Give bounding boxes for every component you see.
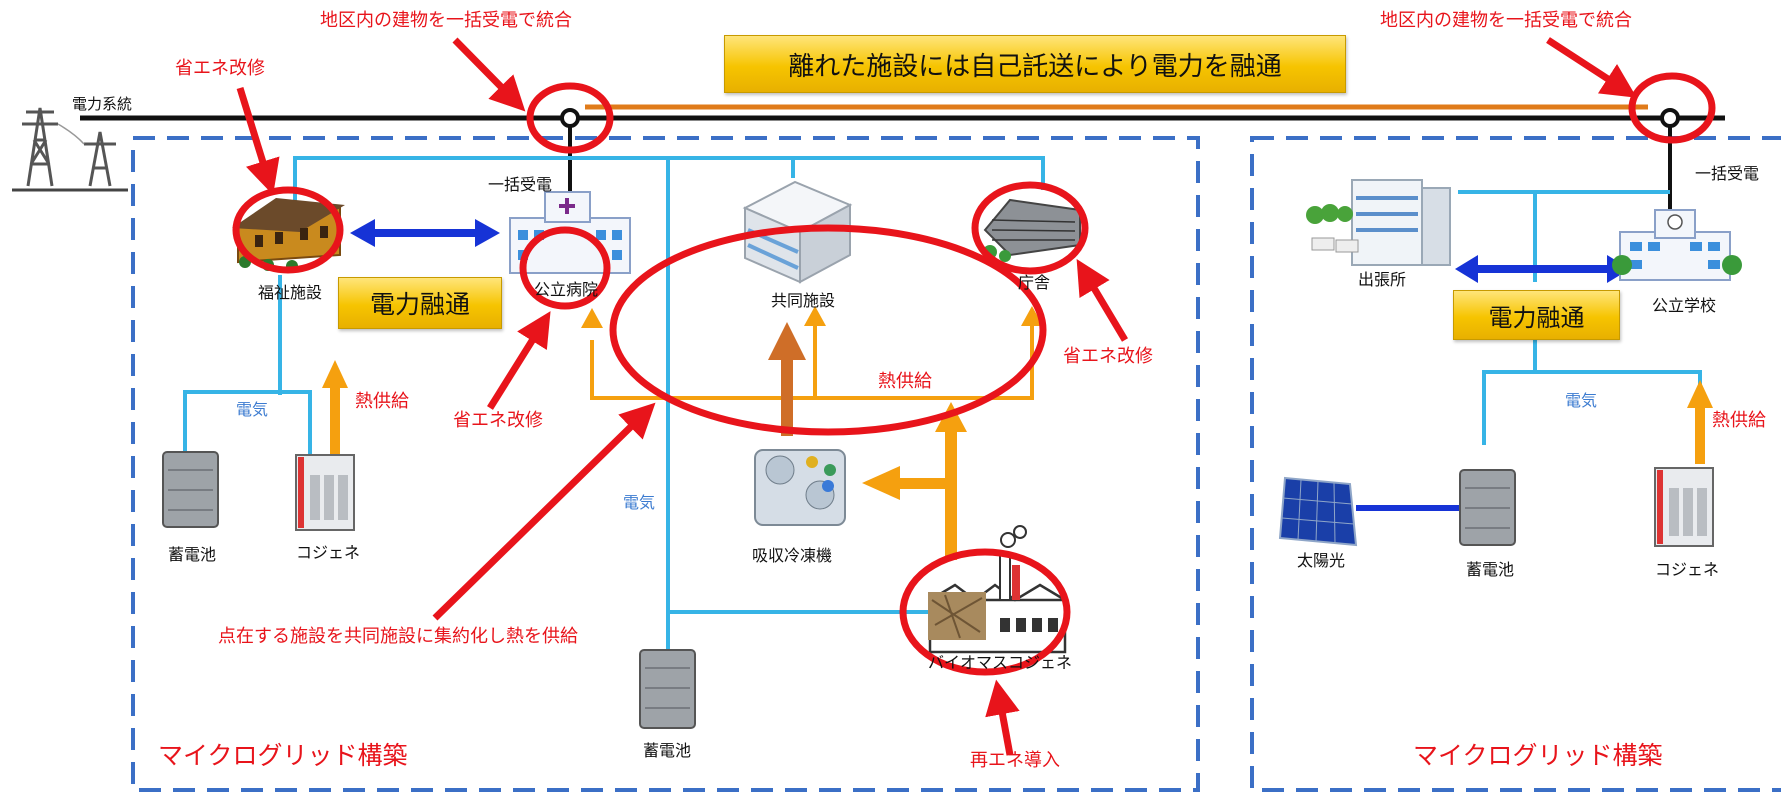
solar-label: 太陽光 xyxy=(1297,551,1346,570)
battery-label-left: 蓄電池 xyxy=(168,545,217,564)
branch-office-icon xyxy=(1306,179,1451,266)
biomass-cogen-icon xyxy=(928,525,1067,654)
retrofit-callout-welfare: 省エネ改修 xyxy=(175,58,265,79)
microgrid-label-right: マイクログリッド構築 xyxy=(1413,741,1663,770)
bulk-receive-label-right: 一括受電 xyxy=(1695,164,1760,183)
consolidation-callout: 点在する施設を共同施設に集約化し熱を供給 xyxy=(218,626,578,647)
school-icon xyxy=(1612,209,1742,281)
remote-transfer-banner: 離れた施設には自己託送により電力を融通 xyxy=(724,35,1346,93)
bulk-receive-label-left: 一括受電 xyxy=(488,175,553,194)
absorption-chiller-icon xyxy=(754,449,846,526)
government-office-icon xyxy=(983,198,1081,262)
power-share-arrow-left xyxy=(350,219,500,247)
electric-network-left xyxy=(183,156,1045,652)
welfare-facility-icon xyxy=(232,198,345,272)
bulk-receive-node-left xyxy=(560,108,580,128)
electricity-label-right: 電気 xyxy=(1565,391,1598,410)
battery-label-center: 蓄電池 xyxy=(643,741,692,760)
microgrid-border-left xyxy=(131,136,1200,792)
heat-supply-label-center: 熱供給 xyxy=(878,371,932,392)
government-office-label: 庁舎 xyxy=(1018,273,1051,292)
microgrid-border-right xyxy=(1250,136,1781,792)
heat-arrowhead xyxy=(804,306,826,326)
power-sharing-badge-left: 電力融通 xyxy=(338,277,502,329)
heat-supply-label-left: 熱供給 xyxy=(355,391,409,412)
biomass-heat-shaft xyxy=(945,430,957,560)
heat-supply-label-right: 熱供給 xyxy=(1712,410,1766,431)
transmission-tower-icon xyxy=(22,107,116,187)
integration-callout-right: 地区内の建物を一括受電で統合 xyxy=(1380,10,1632,31)
shared-heat-arrowhead xyxy=(768,322,806,360)
cogen-heat-arrowhead-right xyxy=(1687,380,1713,408)
cogen-heat-shaft xyxy=(330,385,340,460)
welfare-facility-label: 福祉施設 xyxy=(258,283,323,302)
cogen-heat-arrowhead xyxy=(322,360,348,388)
solar-panel-icon xyxy=(1278,476,1358,547)
shared-facility-icon xyxy=(742,180,853,284)
shared-facility-label: 共同施設 xyxy=(771,291,836,310)
retrofit-callout-hospital: 省エネ改修 xyxy=(453,410,543,431)
battery-label-right: 蓄電池 xyxy=(1466,560,1515,579)
chiller-heat-arrowhead xyxy=(862,466,900,500)
cogen-icon xyxy=(1654,467,1714,547)
retrofit-callout-government: 省エネ改修 xyxy=(1063,346,1153,367)
heat-arrowhead xyxy=(581,308,603,328)
biomass-cogen-label: バイオマスコジェネ xyxy=(928,653,1073,672)
chiller-heat-shaft xyxy=(900,478,948,489)
electricity-label-left: 電気 xyxy=(236,400,269,419)
cogen-label-left: コジェネ xyxy=(296,543,361,562)
microgrid-label-left: マイクログリッド構築 xyxy=(158,741,408,770)
highlight-ellipses xyxy=(232,72,1716,676)
heat-network xyxy=(590,318,1034,400)
school-label: 公立学校 xyxy=(1652,296,1717,315)
cogen-heat-shaft-right xyxy=(1695,404,1705,464)
chiller-label: 吸収冷凍機 xyxy=(752,546,833,565)
battery-icon xyxy=(162,451,219,528)
electricity-label-center: 電気 xyxy=(623,493,656,512)
cogen-icon xyxy=(295,454,355,531)
shared-heat-shaft xyxy=(781,358,793,436)
cogen-label-right: コジェネ xyxy=(1655,560,1720,579)
heat-arrowhead xyxy=(1021,306,1043,326)
hospital-label: 公立病院 xyxy=(534,280,599,299)
integration-callout-left: 地区内の建物を一括受電で統合 xyxy=(320,10,572,31)
battery-icon xyxy=(1459,469,1516,546)
renewable-callout: 再エネ導入 xyxy=(970,750,1060,771)
battery-icon xyxy=(639,649,696,729)
power-sharing-badge-right: 電力融通 xyxy=(1453,290,1620,340)
callout-arrows xyxy=(236,37,1637,756)
power-share-arrow-right xyxy=(1455,255,1630,283)
bulk-receive-node-right xyxy=(1660,108,1680,128)
power-grid-label: 電力系統 xyxy=(72,95,133,113)
branch-office-label: 出張所 xyxy=(1358,270,1407,289)
